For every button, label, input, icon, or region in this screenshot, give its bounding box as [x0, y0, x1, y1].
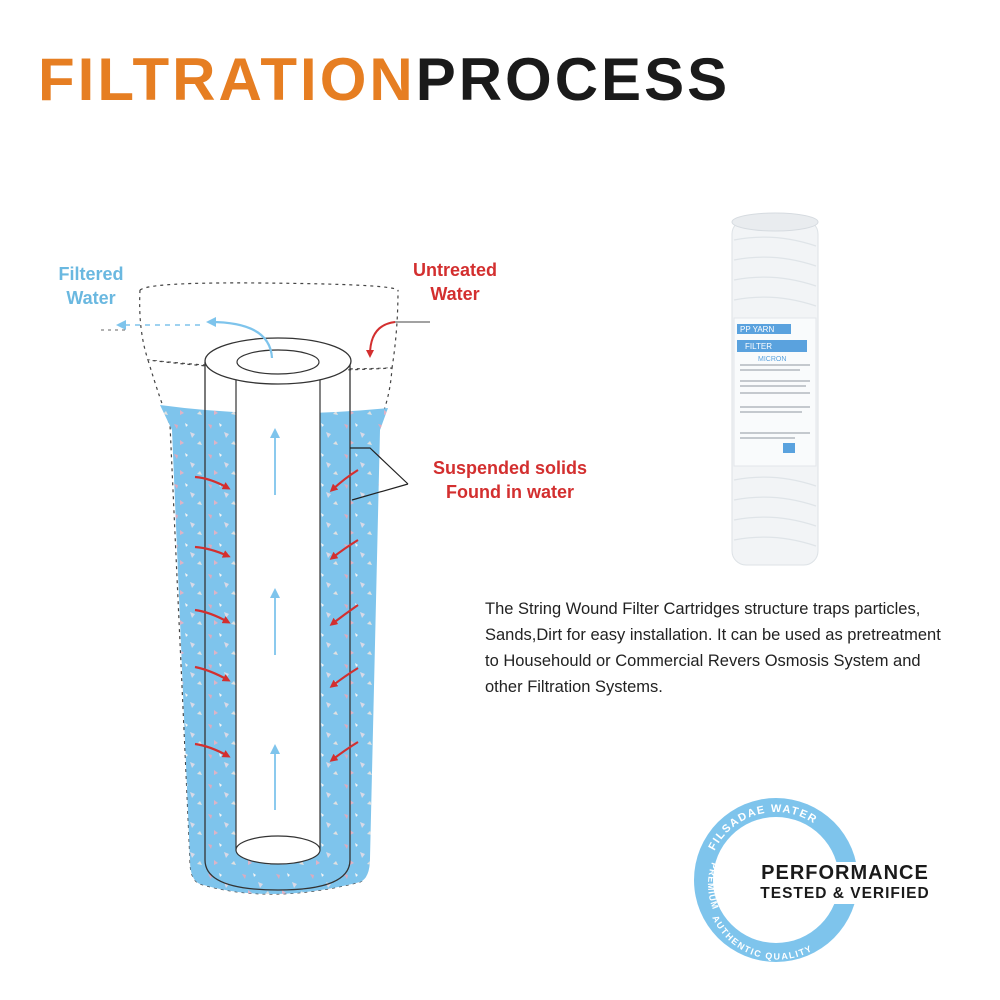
page-title: FILTRATIONPROCESS	[38, 50, 730, 110]
product-cartridge-image	[731, 212, 819, 566]
product-description: The String Wound Filter Cartridges struc…	[485, 596, 965, 700]
description-line2: Sands,Dirt for easy installation. It can…	[485, 626, 941, 644]
housing-cap	[139, 282, 399, 370]
filtered-water-label: Filtered Water	[46, 262, 136, 310]
filtered-water-flow-arrow	[206, 317, 274, 359]
suspended-solids-label: Suspended solids Found in water	[408, 456, 612, 504]
solids-leader-lines	[350, 447, 409, 501]
suspended-solids-label-line1: Suspended solids	[432, 458, 588, 478]
product-label-line3: MICRON	[758, 356, 786, 363]
description-line3: to Househould or Commercial Revers Osmos…	[485, 652, 921, 670]
untreated-water-label-line2: Water	[430, 284, 480, 304]
product-label-line2: FILTER	[745, 342, 772, 351]
untreated-water-label-line1: Untreated	[412, 260, 497, 280]
badge-banner: PERFORMANCE TESTED & VERIFIED	[737, 862, 953, 904]
inflow-arrows-right	[329, 469, 359, 762]
product-label-line1: PP YARN	[740, 325, 774, 334]
filter-cartridge	[204, 337, 352, 891]
untreated-water-label: Untreated Water	[395, 258, 515, 306]
untreated-water-flow-arrow	[366, 321, 396, 358]
description-line1: The String Wound Filter Cartridges struc…	[485, 600, 921, 618]
badge-ring-left-text: PREMIUM	[706, 861, 721, 911]
description-line4: other Filtration Systems.	[485, 678, 663, 696]
suspended-solids-label-line2: Found in water	[446, 482, 574, 502]
badge-tested-text: TESTED & VERIFIED	[760, 885, 930, 902]
title-part-filtration: FILTRATION	[38, 46, 416, 113]
inflow-arrows-left	[194, 475, 231, 758]
badge-performance-text: PERFORMANCE	[761, 862, 929, 884]
filtered-water-label-line2: Water	[66, 288, 116, 308]
filtered-water-label-line1: Filtered	[58, 264, 124, 284]
title-part-process: PROCESS	[415, 46, 731, 113]
